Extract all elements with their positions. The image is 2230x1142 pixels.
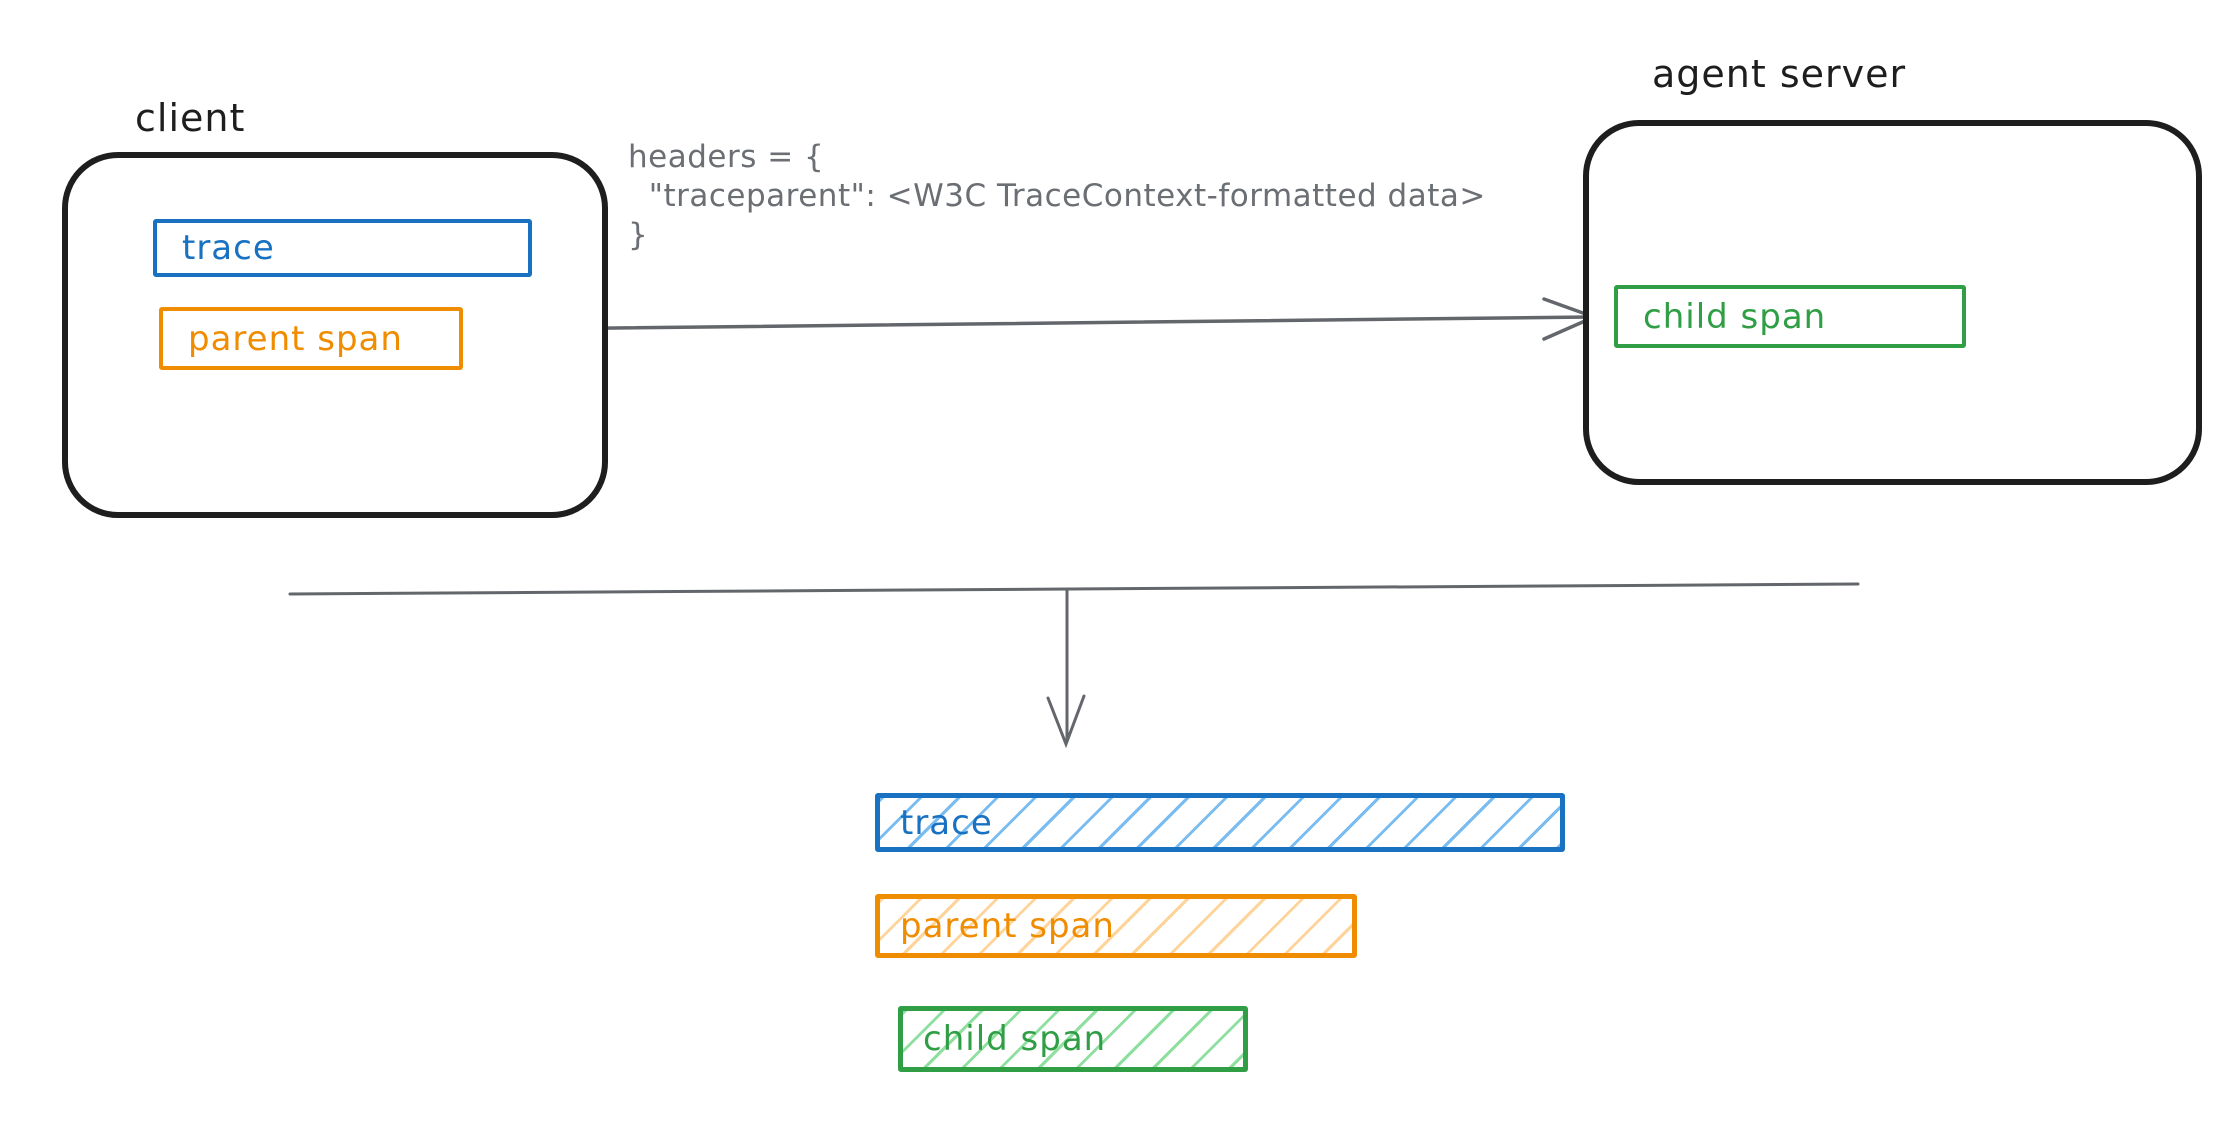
- headers-annotation: headers = { "traceparent": <W3C TraceCon…: [628, 139, 1486, 253]
- client-trace-box: trace: [153, 219, 532, 277]
- client-trace-label: trace: [182, 228, 275, 268]
- agent-child-span-box: child span: [1614, 285, 1966, 348]
- waterfall-child-span-bar: child span: [898, 1006, 1248, 1072]
- timeline-axis-line: [288, 582, 1860, 596]
- agent-child-span-label: child span: [1643, 296, 1827, 337]
- waterfall-child-span-label: child span: [923, 1019, 1107, 1059]
- waterfall-parent-span-label: parent span: [900, 906, 1115, 946]
- request-arrow: [435, 297, 1599, 341]
- waterfall-trace-label: trace: [900, 802, 993, 843]
- waterfall-parent-span-bar: parent span: [875, 894, 1357, 958]
- waterfall-trace-bar: trace: [875, 793, 1565, 852]
- agent-server-title: agent server: [1652, 52, 1907, 96]
- client-title: client: [135, 96, 246, 140]
- client-parent-span-label: parent span: [188, 318, 403, 359]
- expand-down-arrow: [1046, 589, 1086, 749]
- client-parent-span-box: parent span: [159, 307, 463, 370]
